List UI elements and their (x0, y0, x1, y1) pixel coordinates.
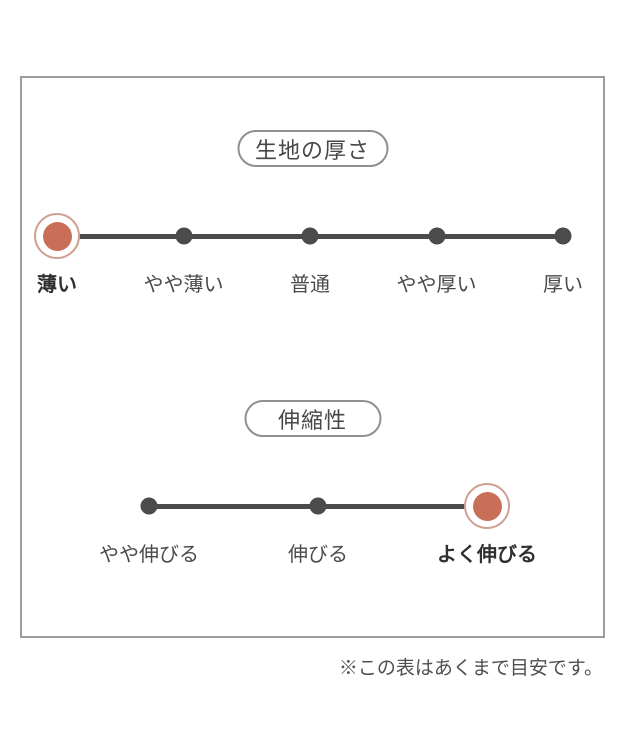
level-label-slightly-thick: やや厚い (396, 274, 477, 296)
level-dot (554, 227, 572, 245)
level-label-thin: 薄い (37, 274, 77, 296)
disclaimer-note: ※この表はあくまで目安です。 (338, 658, 603, 679)
level-dot (301, 227, 319, 245)
level-label-very-stretchy: よく伸びる (437, 544, 537, 566)
selected-level-dot (42, 221, 72, 251)
spec-chart-panel: 生地の厚さ 薄い やや薄い 普通 やや厚い 厚い 伸縮性 やや伸びる 伸びる よ… (20, 76, 605, 638)
selected-level-marker (34, 213, 80, 259)
section-title-stretchiness: 伸縮性 (244, 400, 381, 437)
selected-level-dot (472, 491, 502, 521)
section-title-fabric-thickness: 生地の厚さ (236, 130, 389, 167)
section-title-label: 生地の厚さ (254, 137, 371, 163)
level-label-thick: 厚い (543, 274, 583, 296)
level-label-stretchy: 伸びる (288, 544, 348, 566)
level-dot (309, 497, 327, 515)
level-label-slightly-thin: やや薄い (143, 274, 224, 296)
section-title-label: 伸縮性 (277, 407, 347, 433)
level-dot (140, 497, 158, 515)
level-dot (428, 227, 445, 245)
level-label-somewhat-stretchy: やや伸びる (99, 544, 199, 566)
level-label-normal: 普通 (290, 274, 330, 296)
selected-level-marker (464, 483, 510, 529)
level-dot (175, 227, 192, 245)
